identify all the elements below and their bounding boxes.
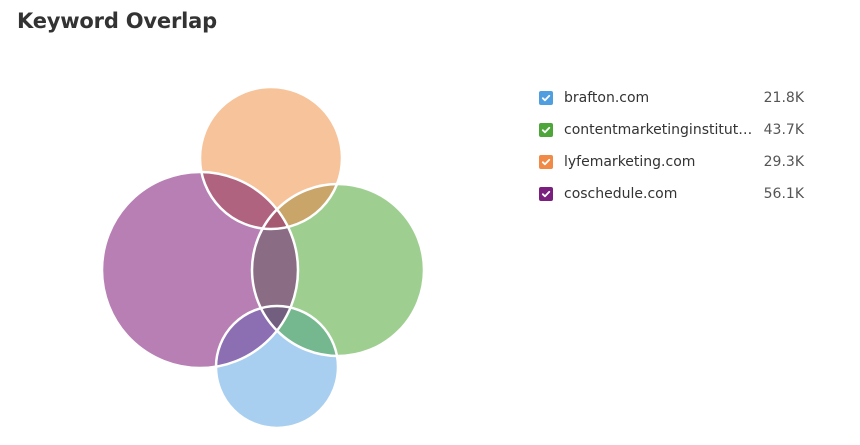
checkmark-icon [541, 126, 551, 134]
overlap-contentmarketinginstitute-brafton[interactable] [216, 306, 338, 428]
legend-label: brafton.com [564, 90, 650, 106]
legend-item-brafton[interactable]: brafton.com 21.8K [539, 82, 824, 114]
page-title: Keyword Overlap [17, 9, 217, 33]
overlap-coschedule-lyfemarketing[interactable] [200, 87, 342, 229]
legend: brafton.com 21.8K contentmarketinginstit… [539, 82, 824, 210]
outline-lyfemarketing [198, 85, 344, 231]
checkbox-icon[interactable] [539, 123, 553, 137]
legend-value: 21.8K [763, 90, 804, 106]
checkmark-icon [541, 94, 551, 102]
legend-label: contentmarketinginstitute... [564, 122, 754, 138]
legend-label: coschedule.com [564, 186, 678, 202]
checkbox-icon[interactable] [539, 187, 553, 201]
legend-item-coschedule[interactable]: coschedule.com 56.1K [539, 178, 824, 210]
checkmark-icon [541, 190, 551, 198]
legend-value: 43.7K [763, 122, 804, 138]
checkbox-icon[interactable] [539, 91, 553, 105]
checkmark-icon [541, 158, 551, 166]
outline-brafton [214, 304, 340, 430]
legend-item-contentmarketinginstitute[interactable]: contentmarketinginstitute... 43.7K [539, 114, 824, 146]
checkbox-icon[interactable] [539, 155, 553, 169]
venn-diagram [100, 85, 426, 430]
legend-item-lyfemarketing[interactable]: lyfemarketing.com 29.3K [539, 146, 824, 178]
outline-coschedule [100, 170, 300, 370]
legend-label: lyfemarketing.com [564, 154, 696, 170]
legend-value: 56.1K [763, 186, 804, 202]
legend-value: 29.3K [763, 154, 804, 170]
